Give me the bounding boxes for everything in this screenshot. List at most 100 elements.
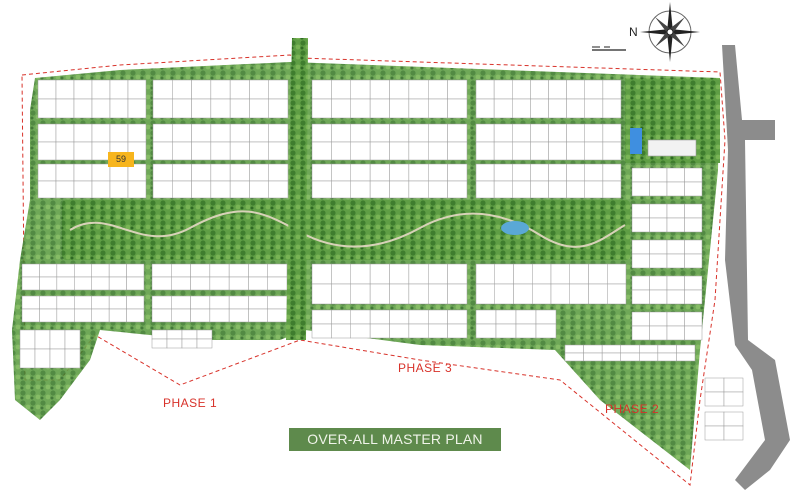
plot xyxy=(267,308,288,323)
plot xyxy=(493,180,513,199)
plot xyxy=(350,141,371,161)
green-avenue xyxy=(286,38,308,340)
plot xyxy=(166,338,183,349)
plot xyxy=(311,180,332,199)
plot xyxy=(37,180,57,199)
plot xyxy=(74,263,92,278)
plot xyxy=(55,163,75,182)
plot-block xyxy=(19,329,81,369)
plot xyxy=(127,79,147,100)
plot xyxy=(37,163,57,182)
plot xyxy=(73,98,93,119)
plot xyxy=(55,123,75,143)
plot xyxy=(723,425,744,441)
plot xyxy=(229,79,250,100)
plot xyxy=(723,411,744,427)
plot xyxy=(229,98,250,119)
plot xyxy=(550,283,570,305)
plot xyxy=(369,123,390,143)
plot xyxy=(723,377,744,393)
plot xyxy=(91,263,110,278)
plot xyxy=(607,263,627,285)
plot-block xyxy=(631,203,703,233)
plot xyxy=(49,348,66,369)
plot xyxy=(639,352,659,362)
plot xyxy=(493,98,513,119)
plot xyxy=(676,344,696,354)
plot xyxy=(91,123,111,143)
plot-block xyxy=(311,263,468,305)
plot xyxy=(666,167,685,183)
plot xyxy=(494,283,514,305)
plot xyxy=(564,344,584,354)
plot xyxy=(210,79,231,100)
plot xyxy=(109,180,129,199)
plot xyxy=(428,123,448,143)
plot xyxy=(37,141,57,161)
phase-3-label: PHASE 3 xyxy=(398,361,453,375)
plot xyxy=(210,141,231,161)
plot xyxy=(350,309,371,325)
plot xyxy=(151,276,172,291)
highlighted-plot-59[interactable]: 59 xyxy=(108,152,134,167)
plot-block xyxy=(152,79,289,119)
plot xyxy=(602,180,622,199)
plot xyxy=(566,79,585,100)
plot xyxy=(248,276,268,291)
plot xyxy=(428,163,448,182)
plot xyxy=(602,163,622,182)
plot xyxy=(331,141,351,161)
plot xyxy=(191,180,212,199)
plot xyxy=(181,329,198,340)
plot xyxy=(350,283,371,305)
plot xyxy=(248,295,268,310)
plot xyxy=(109,98,129,119)
plot xyxy=(311,141,332,161)
plot xyxy=(228,308,249,323)
plot xyxy=(447,309,468,325)
plot xyxy=(428,141,448,161)
plot xyxy=(55,79,75,100)
plot xyxy=(39,295,58,310)
plot xyxy=(512,79,531,100)
plot xyxy=(530,163,549,182)
plot-block xyxy=(152,163,289,199)
phase-1-label: PHASE 1 xyxy=(163,396,218,410)
plot-block xyxy=(631,167,703,197)
plot xyxy=(408,323,429,339)
plot-block xyxy=(152,123,289,161)
plot xyxy=(389,309,410,325)
plot xyxy=(190,276,211,291)
plot xyxy=(447,163,468,182)
plot xyxy=(181,338,198,349)
plot xyxy=(37,79,57,100)
plot xyxy=(684,253,703,269)
plot xyxy=(530,123,549,143)
plot xyxy=(723,391,744,407)
plot xyxy=(601,344,621,354)
plot xyxy=(191,141,212,161)
plot xyxy=(331,98,351,119)
plot xyxy=(684,325,703,341)
plot xyxy=(447,180,468,199)
plot xyxy=(248,263,268,278)
plot xyxy=(49,329,66,350)
plot xyxy=(649,181,668,197)
plot xyxy=(475,163,495,182)
plot xyxy=(73,180,93,199)
plot xyxy=(684,275,703,291)
plot-block xyxy=(311,309,468,339)
plot xyxy=(190,308,211,323)
plot-block xyxy=(475,123,622,161)
plot xyxy=(548,141,567,161)
plot xyxy=(350,123,371,143)
plot xyxy=(331,163,351,182)
plot xyxy=(171,308,191,323)
plot xyxy=(311,323,332,339)
plot xyxy=(268,79,289,100)
clubhouse-building xyxy=(647,139,697,157)
plot xyxy=(530,180,549,199)
plot xyxy=(566,141,585,161)
plot xyxy=(666,311,685,327)
plot xyxy=(584,163,604,182)
